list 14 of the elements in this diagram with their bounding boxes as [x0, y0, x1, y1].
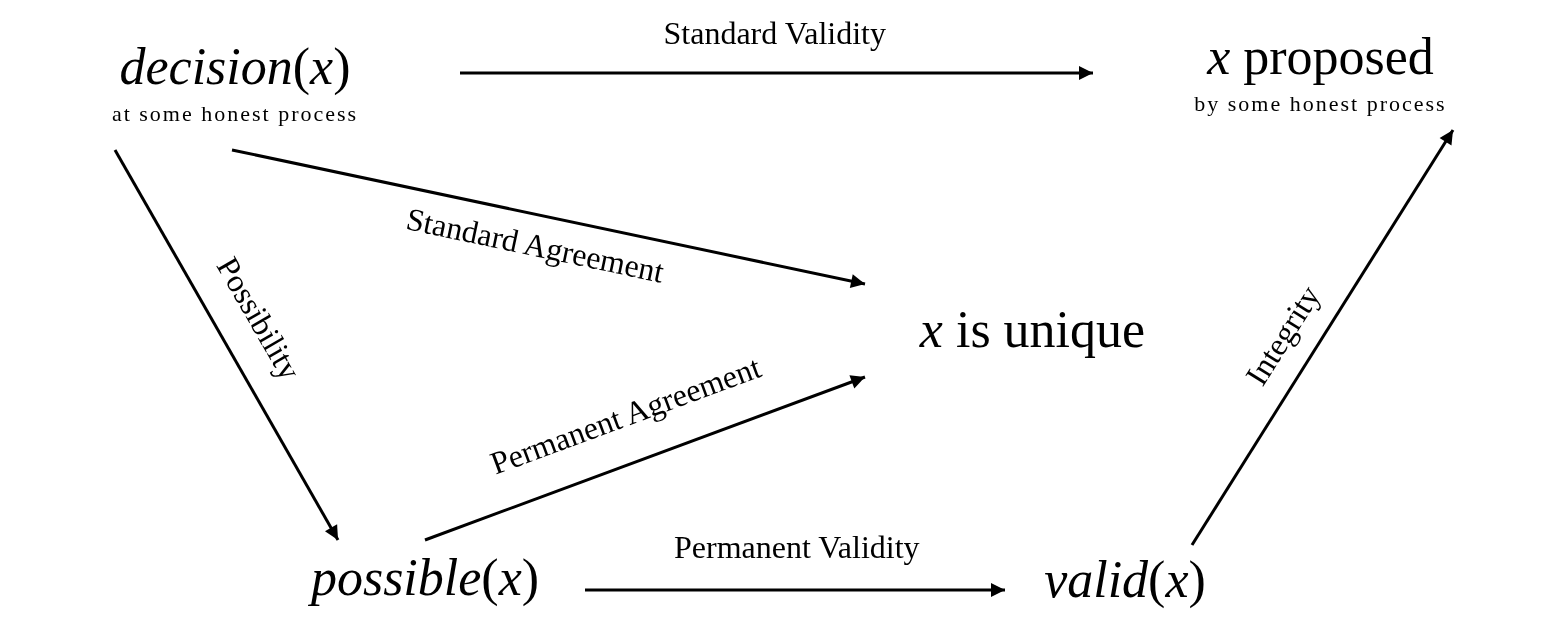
arrow: [424, 375, 866, 542]
node-title: valid(x): [1044, 551, 1206, 609]
node-subtitle: by some honest process: [1194, 91, 1447, 118]
node-title: x is unique: [919, 301, 1146, 359]
arrow: [585, 583, 1005, 597]
arrow: [231, 148, 866, 288]
arrow: [113, 149, 340, 541]
arrow: [1190, 129, 1455, 546]
node-title: decision(x): [119, 37, 351, 96]
arrow: [460, 66, 1093, 80]
node-subtitle: at some honest process: [111, 101, 359, 128]
edge-label: Standard Agreement: [402, 200, 669, 290]
node-title: possible(x): [310, 548, 540, 607]
node-title: x proposed: [1207, 27, 1434, 86]
